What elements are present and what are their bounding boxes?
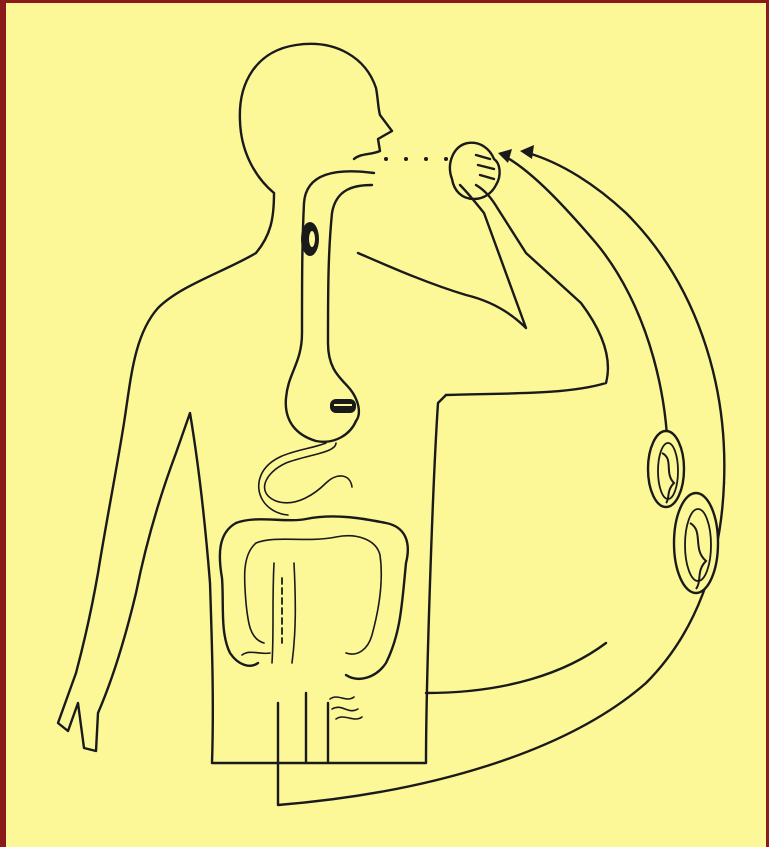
small-intestine bbox=[259, 443, 352, 515]
cycle-arrowhead-inner bbox=[498, 149, 512, 163]
human-body-outline bbox=[58, 44, 446, 763]
egg-in-esophagus-highlight bbox=[309, 231, 315, 247]
raised-arm-outline bbox=[358, 185, 608, 395]
colon-inner-wall bbox=[245, 536, 382, 654]
leg-divide bbox=[306, 693, 328, 763]
cycle-arrow-inner bbox=[506, 157, 668, 503]
cycle-arrow-outer bbox=[528, 153, 724, 483]
body-cycle-diagram bbox=[6, 3, 766, 847]
esophagus-right-wall bbox=[328, 185, 372, 421]
raised-hand bbox=[450, 143, 500, 199]
cycle-line-bottom bbox=[278, 483, 724, 805]
cycle-line-hip bbox=[426, 643, 606, 693]
cycle-arrowhead-outer bbox=[520, 145, 534, 159]
egg-icon-upper bbox=[648, 431, 684, 507]
diagram-canvas bbox=[6, 3, 766, 847]
hand-mouth-dot-4 bbox=[444, 157, 448, 161]
esophagus-left-wall bbox=[286, 171, 374, 441]
hand-mouth-dot-1 bbox=[384, 157, 388, 161]
rectum bbox=[242, 563, 295, 663]
hand-mouth-dot-2 bbox=[404, 157, 408, 161]
hand-mouth-dot-3 bbox=[424, 157, 428, 161]
egg-icon-lower bbox=[674, 493, 718, 593]
perianal-worms bbox=[330, 697, 362, 719]
